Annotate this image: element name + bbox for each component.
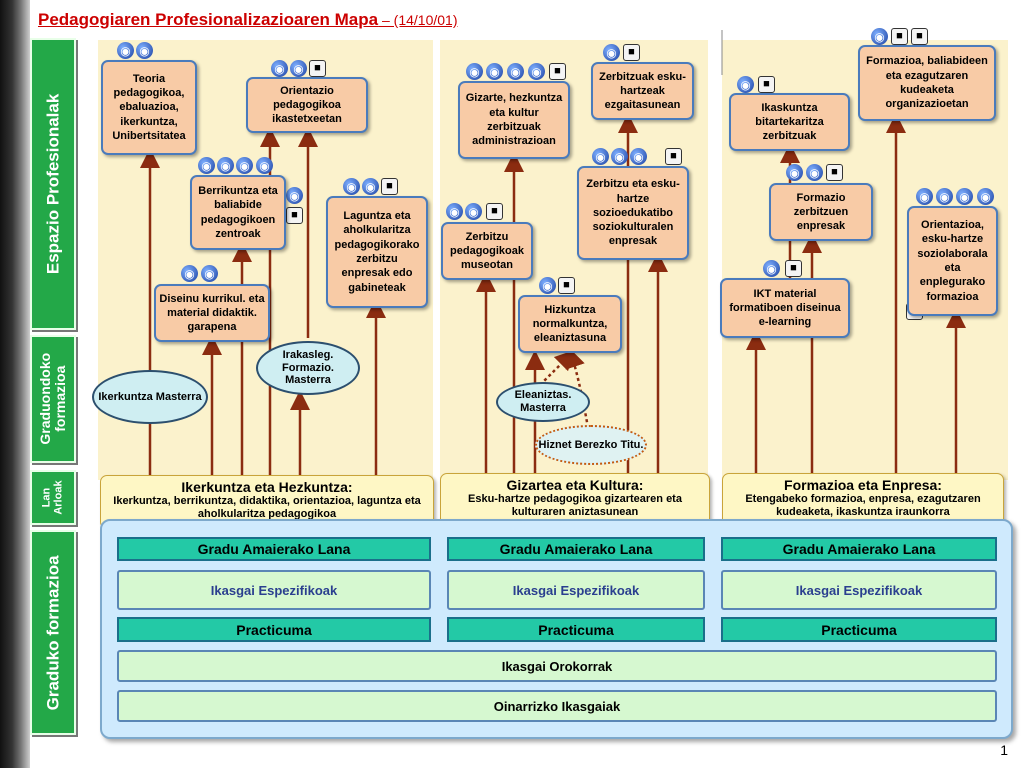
camera-icon: ■ (381, 178, 398, 195)
box-zerbitzuak-ezgaitasun: Zerbitzuak esku-hartzeak ezgaitasunean (591, 62, 694, 120)
side-label-graduondoko: Graduondoko formazioa (30, 335, 76, 463)
field-formazioa-sub: Etengabeko formazioa, enpresa, ezagutzar… (745, 493, 981, 519)
globe-icon: ◉ (977, 188, 994, 205)
globe-icon: ◉ (763, 260, 780, 277)
gradu-amaierako-lana-2: Gradu Amaierako Lana (447, 537, 705, 561)
globe-icon: ◉ (507, 63, 524, 80)
globe-icon: ◉ (603, 44, 620, 61)
camera-icon: ■ (911, 28, 928, 45)
globe-icon: ◉ (290, 60, 307, 77)
camera-icon: ■ (891, 28, 908, 45)
globe-icon: ◉ (343, 178, 360, 195)
camera-icon: ■ (558, 277, 575, 294)
globe-icon: ◉ (286, 187, 303, 204)
box-zerbitzu-esku-hartze: Zerbitzu eta esku-hartze sozioedukatibo … (577, 166, 689, 260)
globe-icon: ◉ (528, 63, 545, 80)
camera-icon: ■ (665, 148, 682, 165)
side-label-graduko: Graduko formazioa (30, 530, 76, 735)
box-orientazioa-soziolaborala: Orientazioa, esku-hartze soziolaborala e… (907, 206, 998, 316)
globe-icon: ◉ (956, 188, 973, 205)
globe-icon: ◉ (611, 148, 628, 165)
field-formazioa-enpresa: Formazioa eta Enpresa: Etengabeko formaz… (722, 473, 1004, 527)
box-laguntza-aholkularitza: Laguntza eta aholkularitza pedagogikorak… (326, 196, 428, 308)
side-label-espazio: Espazio Profesionalak (30, 38, 76, 330)
camera-icon: ■ (826, 164, 843, 181)
box-orientazio-pedagogikoa: Orientazio pedagogikoa ikastetxeetan (246, 77, 368, 133)
ikasgai-espezifikoak-1: Ikasgai Espezifikoak (117, 570, 431, 610)
box-berrikuntza-zentroak: Berrikuntza eta baliabide pedagogikoen z… (190, 175, 286, 250)
ellipse-ikerkuntza-masterra: Ikerkuntza Masterra (92, 370, 208, 424)
camera-icon: ■ (286, 207, 303, 224)
box-formazio-zerbitzuen: Formazio zerbitzuen enpresak (769, 183, 873, 241)
globe-icon: ◉ (256, 157, 273, 174)
globe-icon: ◉ (630, 148, 647, 165)
page-title-main: Pedagogiaren Profesionalizazioaren Mapa (38, 10, 379, 29)
field-gizartea-sub: Esku-hartze pedagogikoa gizartearen eta … (468, 493, 682, 519)
globe-icon: ◉ (201, 265, 218, 282)
practicuma-3: Practicuma (721, 617, 997, 642)
field-formazioa-title: Formazioa eta Enpresa: (784, 477, 942, 493)
globe-icon: ◉ (786, 164, 803, 181)
globe-icon: ◉ (486, 63, 503, 80)
gradu-amaierako-lana-1: Gradu Amaierako Lana (117, 537, 431, 561)
globe-icon: ◉ (871, 28, 888, 45)
camera-icon: ■ (758, 76, 775, 93)
box-ikt-material: IKT material formatiboen diseinua e-lear… (720, 278, 850, 338)
globe-icon: ◉ (592, 148, 609, 165)
side-label-lan: Lan Arloak (30, 470, 76, 525)
camera-icon: ■ (623, 44, 640, 61)
globe-icon: ◉ (198, 157, 215, 174)
field-gizartea-kultura: Gizartea eta Kultura: Esku-hartze pedago… (440, 473, 710, 527)
box-gizarte-hezkuntza: Gizarte, hezkuntza eta kultur zerbitzuak… (458, 81, 570, 159)
ikasgai-espezifikoak-2: Ikasgai Espezifikoak (447, 570, 705, 610)
practicuma-1: Practicuma (117, 617, 431, 642)
camera-icon: ■ (486, 203, 503, 220)
globe-icon: ◉ (936, 188, 953, 205)
globe-icon: ◉ (465, 203, 482, 220)
box-ikaskuntza-bitartekaritza: Ikaskuntza bitartekaritza zerbitzuak (729, 93, 850, 151)
camera-icon: ■ (309, 60, 326, 77)
globe-icon: ◉ (217, 157, 234, 174)
globe-icon: ◉ (236, 157, 253, 174)
globe-icon: ◉ (271, 60, 288, 77)
gradu-amaierako-lana-3: Gradu Amaierako Lana (721, 537, 997, 561)
camera-icon: ■ (785, 260, 802, 277)
ellipse-eleaniztas-masterra: Eleaniztas. Masterra (496, 382, 590, 422)
globe-icon: ◉ (806, 164, 823, 181)
globe-icon: ◉ (136, 42, 153, 59)
ikasgai-orokorrak: Ikasgai Orokorrak (117, 650, 997, 682)
box-hizkuntza-normalkuntza: Hizkuntza normalkuntza, eleaniztasuna (518, 295, 622, 353)
ikasgai-espezifikoak-3: Ikasgai Espezifikoak (721, 570, 997, 610)
globe-icon: ◉ (446, 203, 463, 220)
ellipse-hiznet: Hiznet Berezko Titu. (535, 425, 647, 465)
globe-icon: ◉ (362, 178, 379, 195)
page-title-date: – (14/10/01) (378, 12, 458, 28)
globe-icon: ◉ (916, 188, 933, 205)
practicuma-2: Practicuma (447, 617, 705, 642)
globe-icon: ◉ (117, 42, 134, 59)
globe-icon: ◉ (737, 76, 754, 93)
field-ikerkuntza-title: Ikerkuntza eta Hezkuntza: (181, 479, 353, 495)
page-title: Pedagogiaren Profesionalizazioaren Mapa … (38, 10, 457, 30)
globe-icon: ◉ (181, 265, 198, 282)
globe-icon: ◉ (539, 277, 556, 294)
page-number: 1 (1000, 742, 1008, 758)
ellipse-irakasleg-formazio: Irakasleg. Formazio. Masterra (256, 341, 360, 395)
globe-icon: ◉ (466, 63, 483, 80)
box-formazioa-baliabideen: Formazioa, baliabideen eta ezagutzaren k… (858, 45, 996, 121)
box-zerbitzu-museotan: Zerbitzu pedagogikoak museotan (441, 222, 533, 280)
field-ikerkuntza-sub: Ikerkuntza, berrikuntza, didaktika, orie… (113, 495, 421, 521)
box-teoria-pedagogikoa: Teoria pedagogikoa, ebaluazioa, ikerkunt… (101, 60, 197, 155)
field-gizartea-title: Gizartea eta Kultura: (506, 477, 644, 493)
camera-icon: ■ (549, 63, 566, 80)
decorative-dark-strip (0, 0, 30, 768)
box-diseinu-kurrikul: Diseinu kurrikul. eta material didaktik.… (154, 284, 270, 342)
oinarrizko-ikasgaiak: Oinarrizko Ikasgaiak (117, 690, 997, 722)
